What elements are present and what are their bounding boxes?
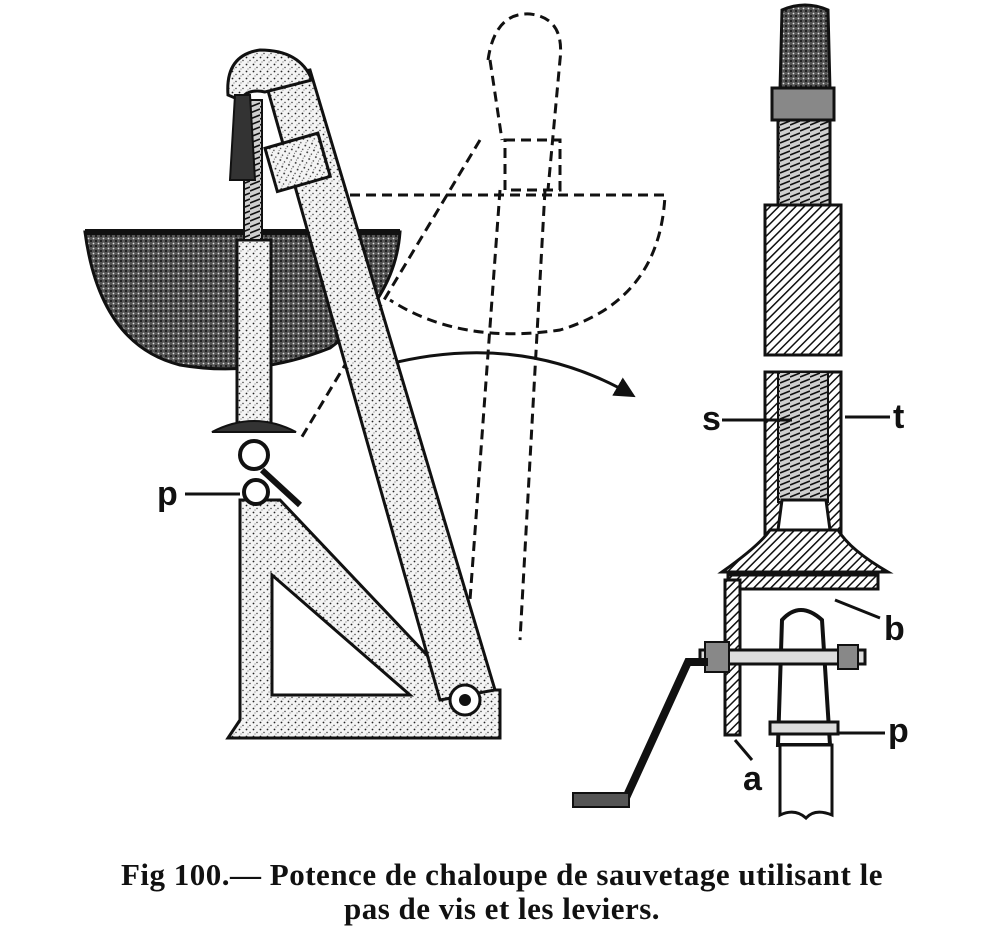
davit-diagram: p s t b p a — [83, 3, 909, 821]
base-cone — [717, 528, 894, 574]
rotation-arrow — [384, 351, 636, 398]
nut-left — [704, 641, 730, 673]
label-a-leader — [733, 739, 754, 761]
label-p-right: p — [888, 712, 909, 750]
screw-detail-view: s t b p a — [572, 3, 909, 821]
label-b: b — [884, 610, 905, 648]
label-a: a — [743, 760, 763, 798]
pulley-shaft — [698, 648, 867, 666]
screw-nut — [776, 498, 832, 532]
column-flange — [211, 420, 297, 433]
nut-right — [837, 644, 859, 670]
gear-wheel — [238, 439, 270, 471]
figure-caption: Fig 100.— Potence de chaloupe de sauveta… — [0, 858, 1004, 926]
lower-bolt — [768, 720, 840, 736]
upper-sleeve — [763, 203, 843, 357]
label-s: s — [702, 400, 721, 438]
davit-collar — [263, 131, 333, 194]
lower-screw — [777, 371, 829, 503]
davit-left-view: p — [83, 12, 667, 740]
crank-handle-right — [621, 658, 708, 802]
dashed-outboard-position — [298, 12, 667, 641]
label-p-left: p — [157, 475, 178, 513]
screw-column — [235, 238, 273, 432]
crank-handle-left — [259, 467, 303, 508]
bearing-plate — [726, 573, 880, 591]
caption-line-2: pas de vis et les leviers. — [343, 891, 661, 926]
crank-hub — [242, 478, 270, 506]
crank-grip — [572, 792, 630, 808]
lower-sleeve — [778, 743, 834, 821]
base-frame-opening — [270, 571, 415, 697]
label-t: t — [893, 398, 904, 436]
label-b-leader — [834, 598, 881, 620]
block-tackle — [228, 94, 257, 181]
caption-line-1: Fig 100.— Potence de chaloupe de sauveta… — [121, 857, 883, 892]
upper-tube — [778, 3, 832, 92]
upper-screw — [776, 118, 832, 207]
davit-head — [226, 48, 315, 102]
upper-clamp — [770, 86, 836, 122]
